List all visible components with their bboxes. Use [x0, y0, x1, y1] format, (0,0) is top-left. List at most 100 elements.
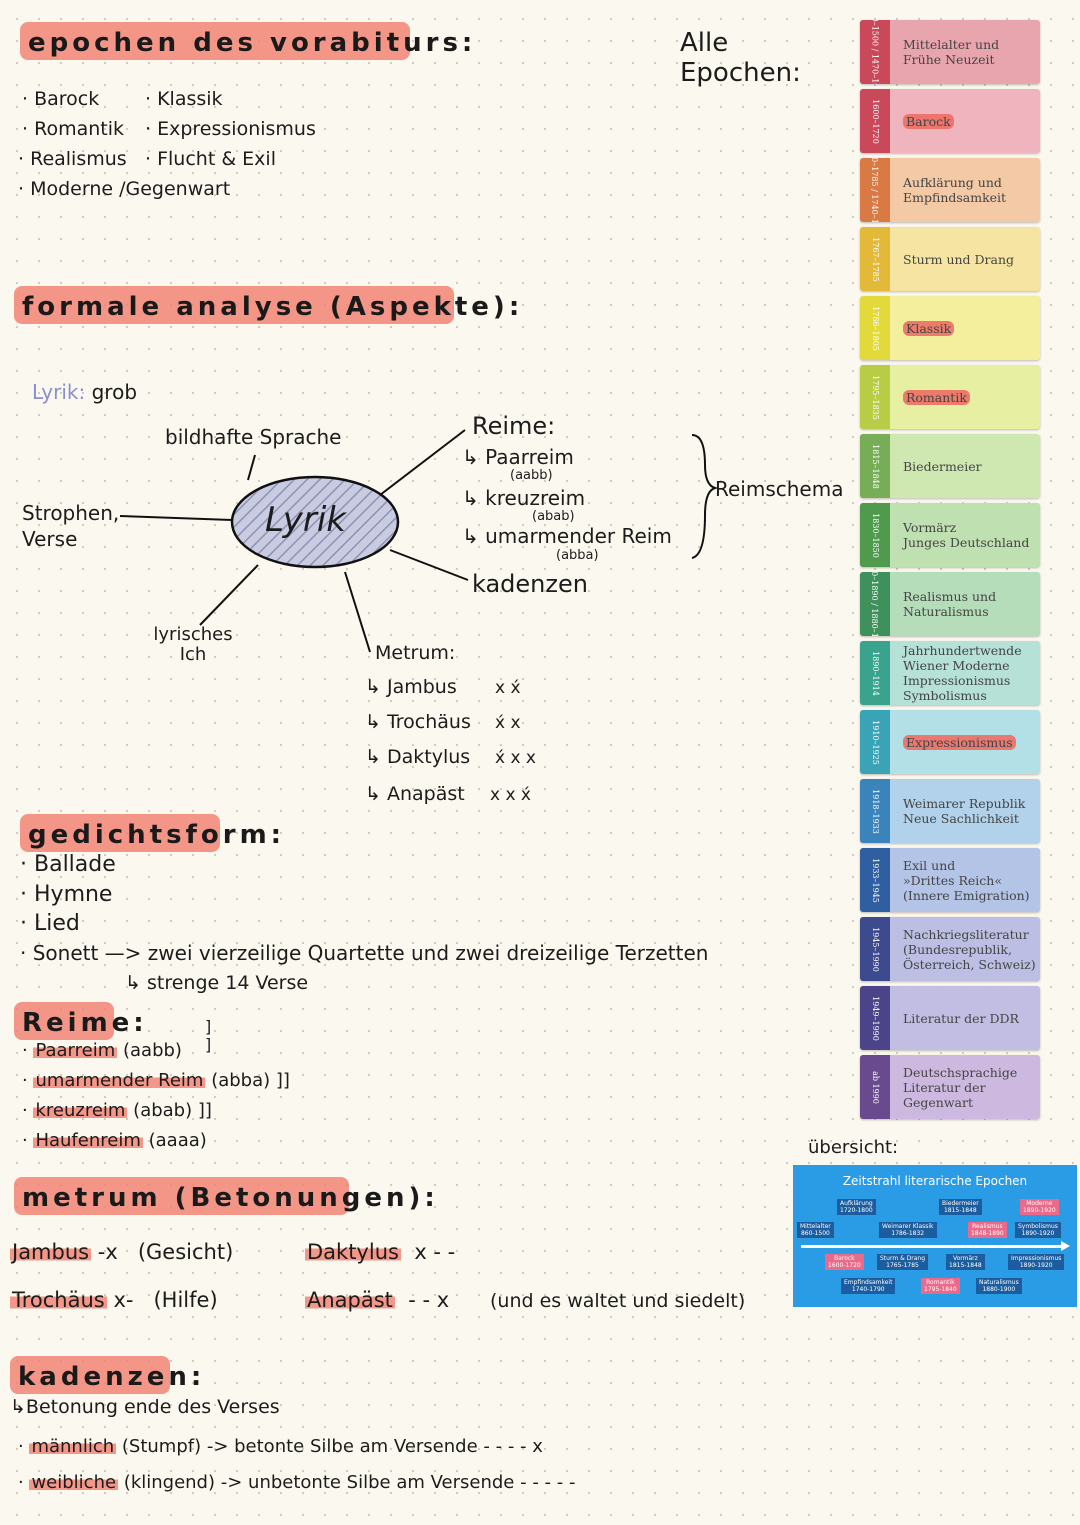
epoch-years: 1795–1835 [860, 365, 890, 429]
epoch-name: Jahrhundertwende Wiener Moderne Impressi… [903, 643, 1022, 703]
metrum-trochaus: Trochäus x- (Hilfe) [10, 1288, 218, 1312]
lyrik-center: Lyrik [265, 500, 346, 540]
list-item: · Flucht & Exil [145, 148, 276, 170]
overview-title: Zeitstrahl literarische Epochen [842, 1174, 1028, 1188]
mindmap-lines [119, 429, 719, 653]
epoch-name: Aufklärung und Empfindsamkeit [903, 175, 1007, 205]
list-item: · Realismus [18, 148, 127, 170]
epoch-years: 1600–1720 [860, 89, 890, 153]
list-item: · Barock [22, 88, 100, 110]
list-item: · Moderne /Gegenwart [18, 178, 231, 200]
reime-title: Reime: [14, 1002, 148, 1040]
epoch-card: ab 1990 Deutschsprachige Literatur der Ge… [860, 1055, 1040, 1119]
page-title: epochen des vorabiturs: [20, 22, 476, 60]
overview-epoch-box: Moderne 1890-1920 [1020, 1199, 1059, 1215]
all-epochs-label: Alle Epochen: [680, 28, 801, 88]
strophen-verse: Strophen, Verse [22, 501, 120, 551]
overview-axis [801, 1245, 1063, 1248]
reimschema-label: Reimschema [715, 477, 844, 501]
epoch-name: Literatur der DDR [903, 1010, 1019, 1026]
epoch-years: 1918–1933 [860, 779, 890, 843]
bracket-mark: ]] [205, 1017, 212, 1054]
epoch-years: 1767–1785 [860, 227, 890, 291]
reime-branch-kreuzreim-scheme: (abab) [532, 509, 575, 524]
reime-branch-paarreim-scheme: (aabb) [510, 468, 553, 483]
overview-epoch-box: Naturalismus 1880-1900 [976, 1278, 1022, 1294]
epoch-name: Barock [903, 89, 954, 153]
overview-epoch-box: Biedermeier 1815-1848 [939, 1199, 982, 1215]
metrum-title: metrum (Betonungen): [14, 1177, 439, 1215]
list-item: · Ballade [20, 852, 116, 877]
overview-epoch-box: Sturm & Drang 1765-1785 [877, 1254, 929, 1270]
epoch-name: Vormärz Junges Deutschland [903, 520, 1030, 550]
overview-label: übersicht: [808, 1137, 899, 1158]
bildhafte-sprache: bildhafte Sprache [165, 425, 342, 449]
epoch-name: Klassik [903, 296, 955, 360]
epoch-years: 1850–1890 / 1880–1900 [860, 572, 890, 636]
overview-epoch-box: Mittelalter 860-1500 [797, 1222, 834, 1238]
reime-branch-umarmend-scheme: (abba) [556, 548, 599, 563]
epoch-name: Expressionismus [903, 710, 1016, 774]
overview-epoch-box: Barock 1600-1720 [825, 1254, 864, 1270]
epoch-name: Mittelalter und Frühe Neuzeit [903, 37, 1000, 67]
epoch-card: 1910–1925 Expressionismus [860, 710, 1040, 774]
metrum-branch-jambus-marks: x x́ [495, 678, 521, 698]
epoch-years: ab 1990 [860, 1055, 890, 1119]
list-item: · Hymne [20, 882, 113, 907]
overview-epoch-box: Aufklärung 1720-1800 [837, 1199, 876, 1215]
kadenzen-sub: ↳Betonung ende des Verses [10, 1396, 280, 1418]
metrum-branch-title: Metrum: [375, 642, 456, 664]
epoch-name: Nachkriegsliteratur (Bundesrepublik, Öst… [903, 926, 1036, 972]
overview-arrow-icon [1061, 1241, 1070, 1251]
overview-epoch-box: Weimarer Klassik 1786-1832 [879, 1222, 937, 1238]
epoch-card: 1918–1933 Weimarer Republik Neue Sachlich… [860, 779, 1040, 843]
list-item: · Romantik [22, 118, 124, 140]
epoch-years: 1890–1914 [860, 641, 890, 705]
list-item: · Lied [20, 911, 80, 936]
metrum-example: (und es waltet und siedelt) [490, 1290, 746, 1312]
epoch-name: Deutschsprachige Literatur der Gegenwart [903, 1064, 1018, 1110]
metrum-branch-daktylus: ↳ Daktylus [365, 746, 471, 768]
metrum-branch-daktylus-marks: x́ x x [495, 748, 536, 768]
epoch-years: 1815–1848 [860, 434, 890, 498]
metrum-anapast: Anapäst - - x [305, 1288, 450, 1312]
list-item: · umarmender Reim (abba) ]] [22, 1070, 290, 1091]
epoch-name: Exil und »Drittes Reich« (Innere Emigrat… [903, 857, 1030, 903]
reime-branch-kreuzreim: ↳ kreuzreim [462, 486, 586, 510]
epoch-name: Weimarer Republik Neue Sachlichkeit [903, 796, 1026, 826]
epoch-years: 1949–1990 [860, 986, 890, 1050]
lyrisches-ich: lyrisches Ich [153, 624, 233, 665]
metrum-branch-anapast-marks: x x x́ [490, 785, 531, 805]
metrum-branch-anapast: ↳ Anapäst [365, 783, 465, 805]
epoch-card: 1933–1945 Exil und »Drittes Reich« (Inner… [860, 848, 1040, 912]
formal-title: formale analyse (Aspekte): [14, 286, 523, 324]
epoch-card: 1890–1914 Jahrhundertwende Wiener Moderne… [860, 641, 1040, 705]
overview-epoch-box: Symbolismus 1890-1920 [1015, 1222, 1061, 1238]
epoch-name: Sturm und Drang [903, 251, 1015, 267]
epoch-name: Biedermeier [903, 458, 982, 474]
list-item-sonett: · Sonett —> zwei vierzeilige Quartette u… [20, 941, 709, 965]
epoch-name: Realismus und Naturalismus [903, 589, 997, 619]
epoch-years: 1910–1925 [860, 710, 890, 774]
epoch-card: 1767–1785 Sturm und Drang [860, 227, 1040, 291]
epoch-card: 1850–1890 / 1880–1900 Realismus und Natur… [860, 572, 1040, 636]
list-item: · Paarreim (aabb) [22, 1040, 182, 1061]
metrum-branch-trochaus-marks: x́ x [495, 713, 521, 733]
overview-epoch-box: Impressionismus 1890-1920 [1008, 1254, 1065, 1270]
sonett-sub: ↳ strenge 14 Verse [125, 972, 309, 994]
kadenz-weiblich: · weibliche (klingend) -> unbetonte Silb… [18, 1472, 576, 1493]
epoch-name: Romantik [903, 365, 970, 429]
epoch-card: 1786–1805 Klassik [860, 296, 1040, 360]
metrum-jambus: Jambus -x (Gesicht) [10, 1240, 234, 1264]
kadenzen-title: kadenzen: [10, 1356, 205, 1394]
list-item: · Expressionismus [145, 118, 316, 140]
overview-chart: Zeitstrahl literarische Epochen Aufkläru… [793, 1165, 1077, 1307]
epoch-years: 750–1500 / 1470–1600 [860, 20, 890, 84]
epoch-card: 1795–1835 Romantik [860, 365, 1040, 429]
epoch-years: 1933–1945 [860, 848, 890, 912]
epoch-years: 1786–1805 [860, 296, 890, 360]
lyrik-label: Lyrik: grob [32, 380, 138, 404]
